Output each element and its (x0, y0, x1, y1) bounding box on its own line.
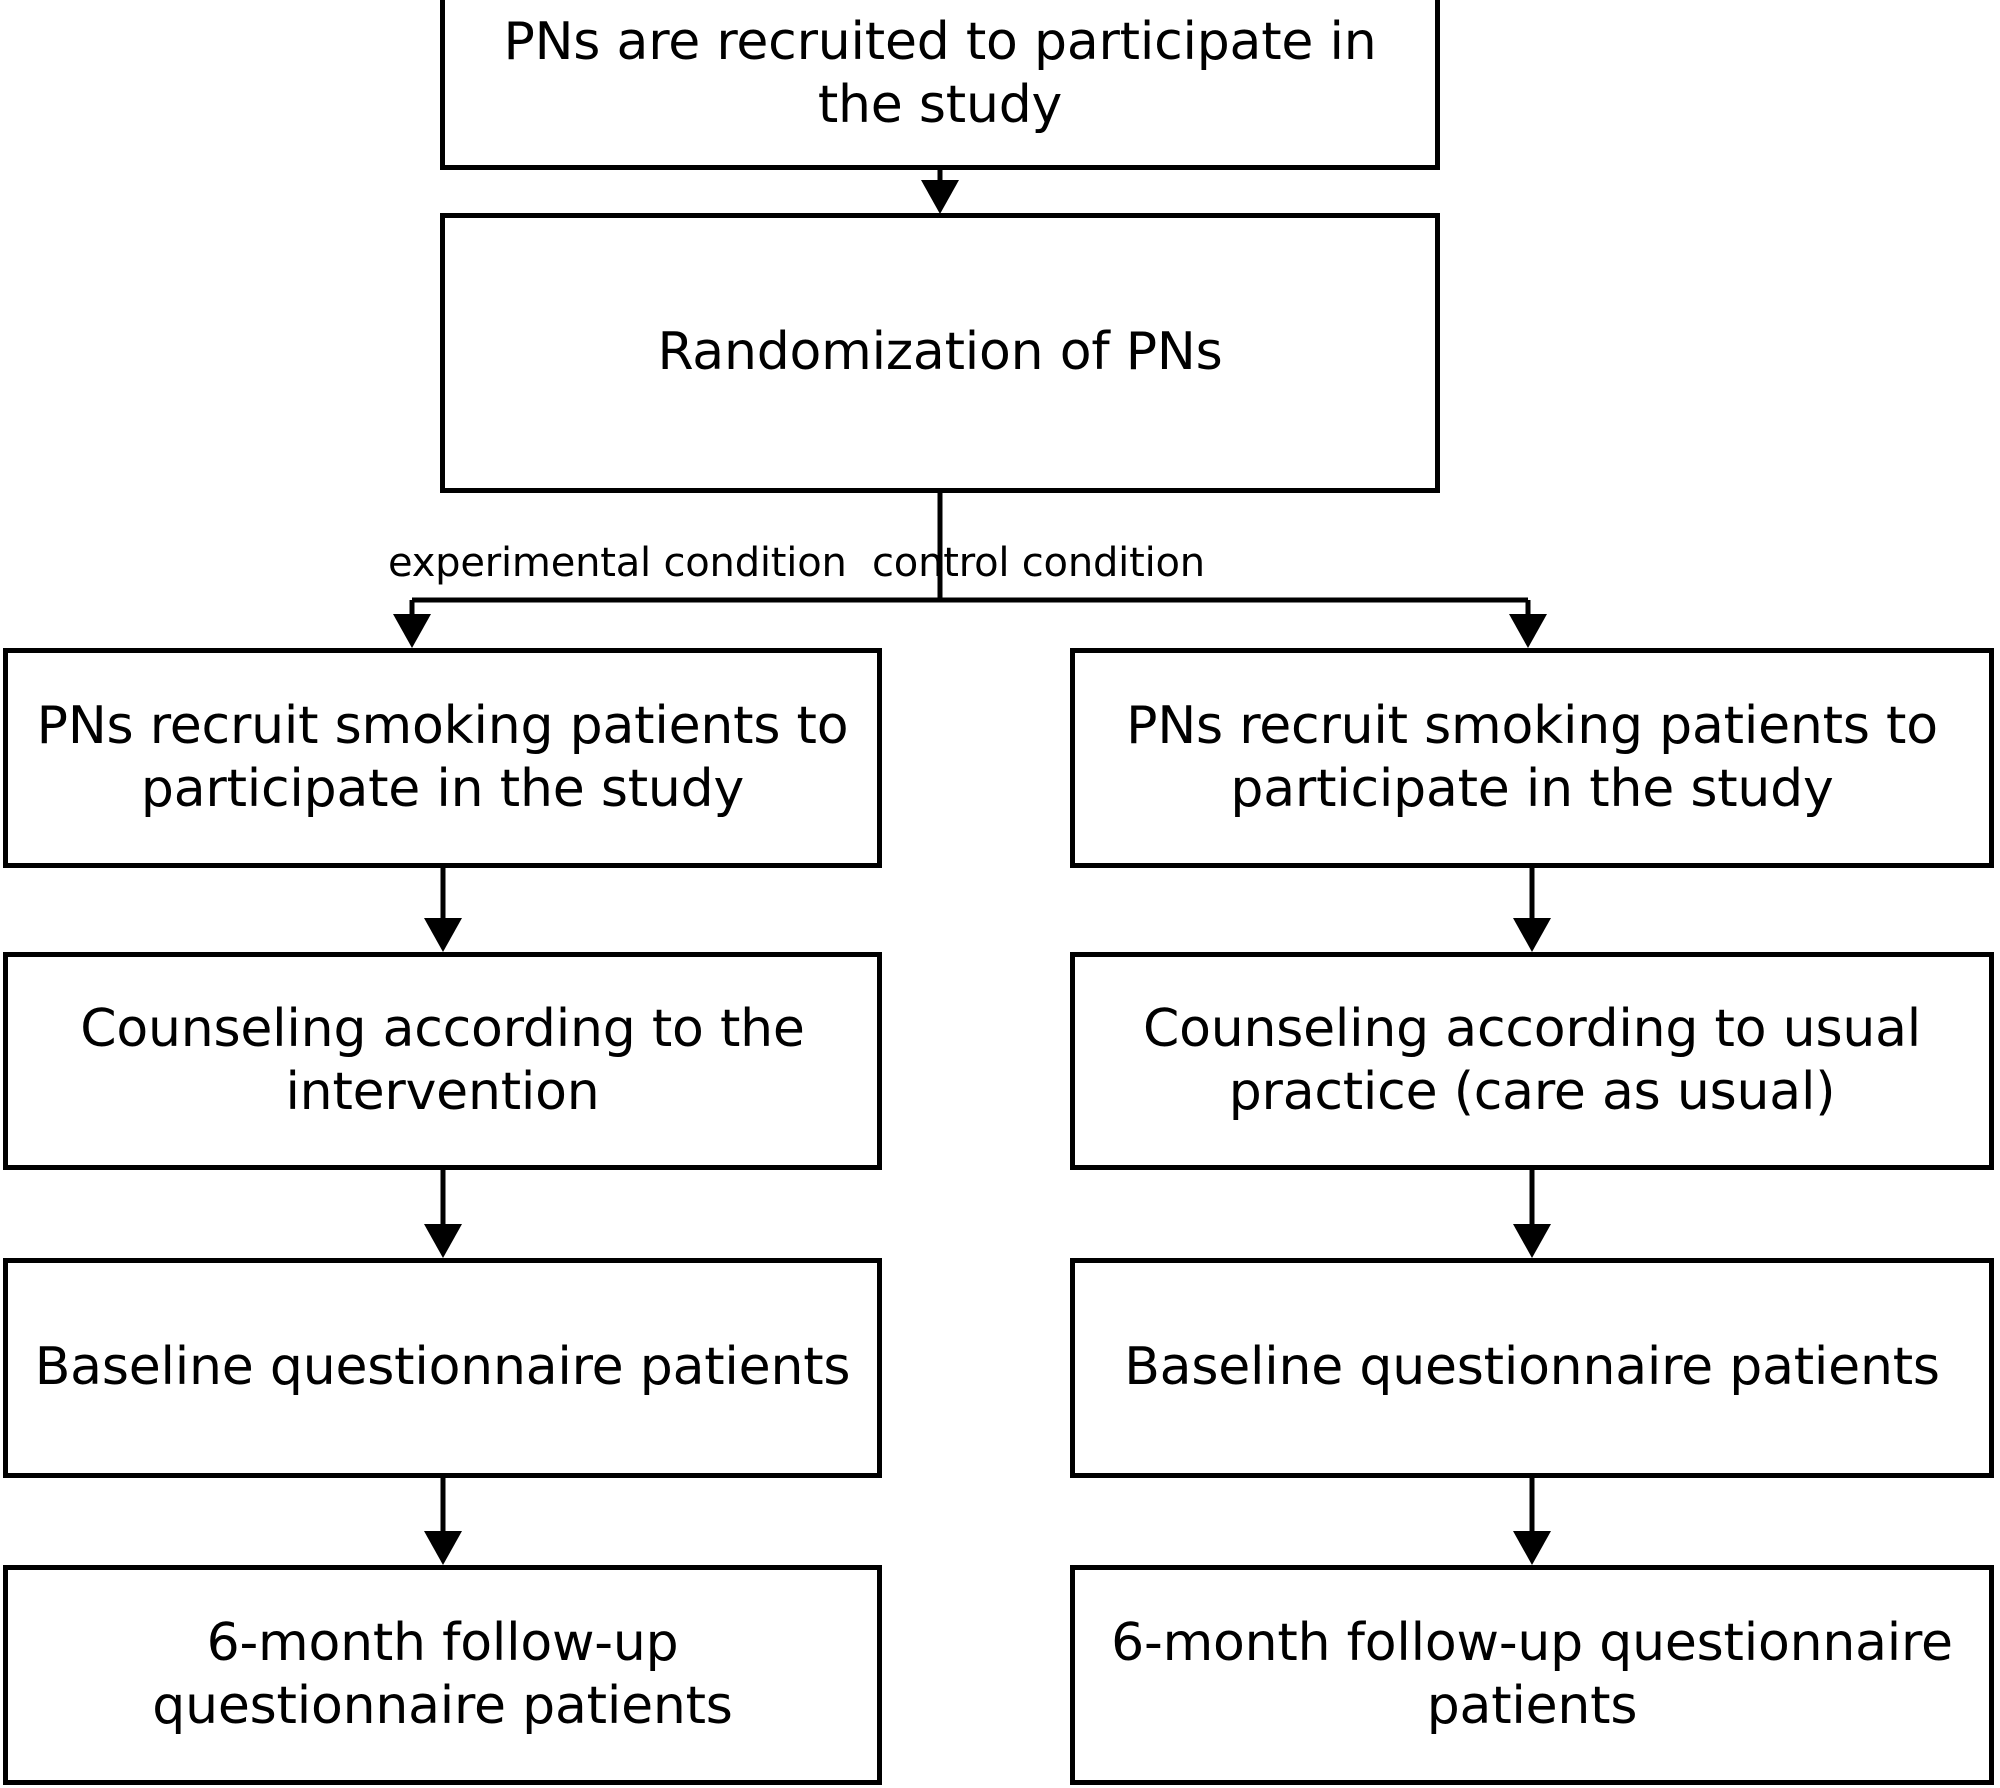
node-recruit-pns-label: PNs are recruited to participate in the … (503, 11, 1377, 135)
node-recruit-pns: PNs are recruited to participate in the … (440, 0, 1440, 170)
node-exp-followup-label: 6-month follow-up questionnaire patients (152, 1612, 733, 1736)
arrowhead-branch-left (393, 614, 431, 648)
arrowhead-ctrl-baseline-to-followup (1513, 1531, 1551, 1565)
edge-label-experimental-condition: experimental condition (388, 540, 847, 586)
node-randomization: Randomization of PNs (440, 213, 1440, 493)
node-exp-followup: 6-month follow-up questionnaire patients (3, 1565, 882, 1785)
arrowhead-ctrl-recruit-to-counseling (1513, 918, 1551, 952)
node-exp-recruit-patients-label: PNs recruit smoking patients to particip… (36, 695, 849, 819)
node-exp-baseline-label: Baseline questionnaire patients (34, 1337, 851, 1398)
node-ctrl-baseline-label: Baseline questionnaire patients (1124, 1337, 1940, 1398)
node-ctrl-recruit-patients-label: PNs recruit smoking patients to particip… (1126, 695, 1938, 819)
node-ctrl-followup-label: 6-month follow-up questionnaire patients (1111, 1612, 1953, 1736)
node-exp-counseling-label: Counseling according to the intervention (80, 998, 805, 1122)
node-ctrl-counseling: Counseling according to usual practice (… (1070, 952, 1994, 1170)
arrowhead-recruit-to-randomization (921, 180, 959, 214)
arrowhead-branch-right (1509, 614, 1547, 648)
node-ctrl-counseling-label: Counseling according to usual practice (… (1142, 998, 1922, 1122)
arrowhead-exp-recruit-to-counseling (424, 918, 462, 952)
node-randomization-label: Randomization of PNs (657, 322, 1223, 383)
node-ctrl-recruit-patients: PNs recruit smoking patients to particip… (1070, 648, 1994, 868)
node-exp-counseling: Counseling according to the intervention (3, 952, 882, 1170)
node-exp-recruit-patients: PNs recruit smoking patients to particip… (3, 648, 882, 868)
arrowhead-exp-counseling-to-baseline (424, 1224, 462, 1258)
edge-label-control-condition: control condition (872, 540, 1205, 586)
arrowhead-ctrl-counseling-to-baseline (1513, 1224, 1551, 1258)
node-ctrl-baseline: Baseline questionnaire patients (1070, 1258, 1994, 1478)
node-exp-baseline: Baseline questionnaire patients (3, 1258, 882, 1478)
arrowhead-exp-baseline-to-followup (424, 1531, 462, 1565)
node-ctrl-followup: 6-month follow-up questionnaire patients (1070, 1565, 1994, 1785)
